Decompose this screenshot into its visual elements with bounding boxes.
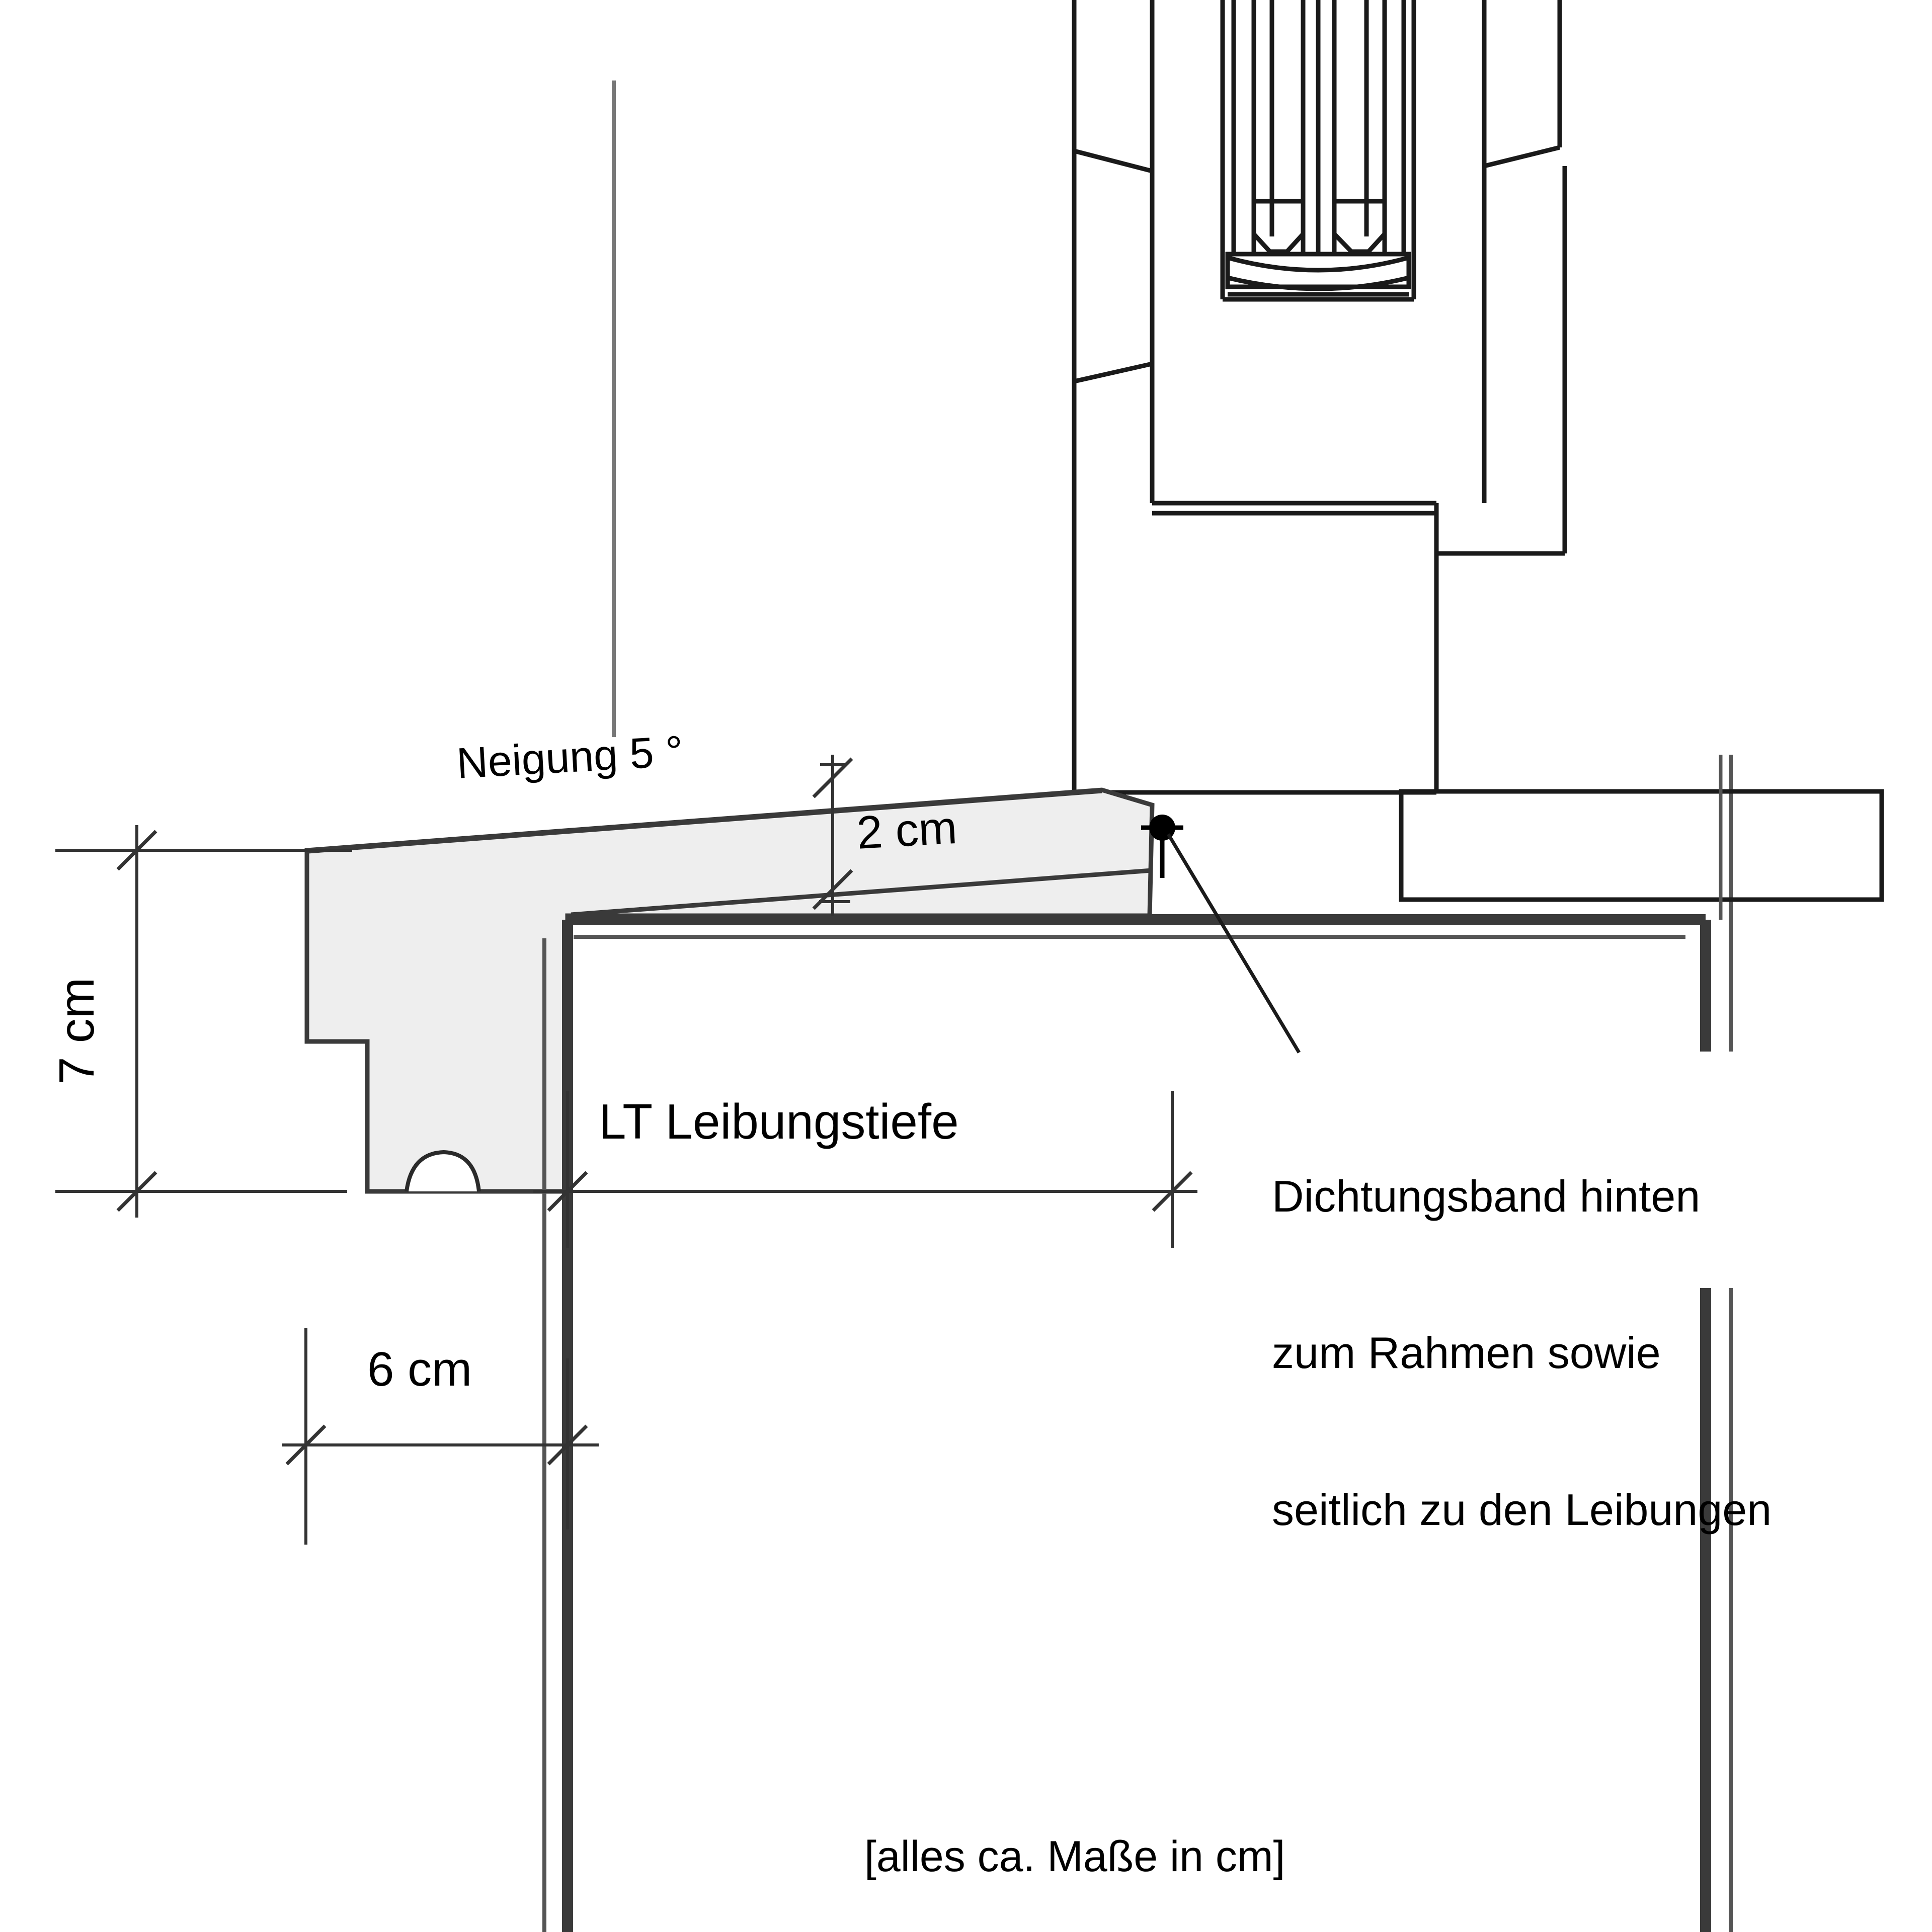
glazing-unit <box>1231 0 1406 254</box>
sealing-note-line-1: Dichtungsband hinten <box>1272 1171 1701 1221</box>
interior-sill-board <box>1399 789 1884 902</box>
label-overhang: 6 cm <box>367 1342 472 1396</box>
dimension-2cm <box>812 755 853 916</box>
glazing-base-bead <box>1225 252 1411 297</box>
glazing-rebate <box>1220 0 1416 302</box>
label-sill-thickness: 2 cm <box>855 801 958 859</box>
sealing-note-line-3: seitlich zu den Leibungen <box>1272 1484 1772 1535</box>
window-frame <box>1072 0 1567 795</box>
sealing-tape-leader-line <box>1166 833 1301 1054</box>
label-reveal-depth: LT Leibungstiefe <box>599 1094 959 1149</box>
reveal-head <box>568 914 1706 939</box>
sill-slope-edge <box>307 788 1152 917</box>
dimension-leibungstiefe <box>533 1091 1197 1248</box>
sealing-note-line-2: zum Rahmen sowie <box>1272 1328 1661 1378</box>
label-unit-note: [alles ca. Maße in cm] <box>864 1832 1285 1881</box>
label-sill-height: 7 cm <box>49 977 104 1084</box>
reveal-wall-right <box>1700 755 1733 1932</box>
glazing-seal-blocks <box>1251 199 1387 254</box>
dimension-6cm <box>282 1328 599 1545</box>
dimension-7cm <box>55 825 352 1218</box>
label-sealing-tape-note: Dichtungsband hinten zum Rahmen sowie se… <box>1272 1066 1772 1640</box>
